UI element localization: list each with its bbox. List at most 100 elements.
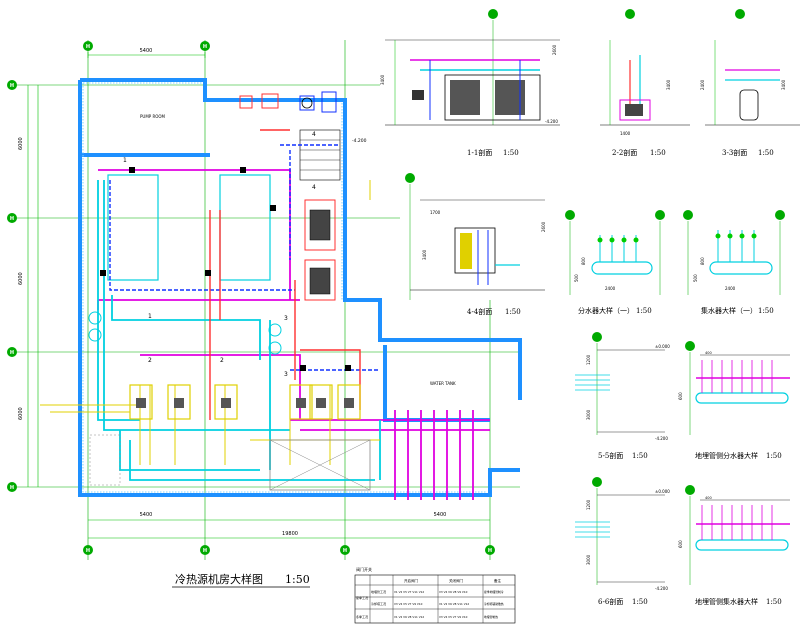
dim-bottom-a: 5400	[140, 512, 153, 518]
section-scale: 1:50	[505, 308, 521, 316]
section-dim: 2400	[725, 286, 736, 291]
table-cell: V1 V2 V5 V7 V11 V12	[394, 590, 424, 594]
section-title: 2-2剖面	[612, 148, 637, 157]
table-cell: 冬季工况	[356, 614, 368, 619]
section-marks: 1 1 2 2 3 3 4 4	[123, 131, 316, 378]
table-cell: 地埋管工况	[371, 589, 386, 594]
axis-label: H	[203, 44, 207, 50]
table-header: 开启阀门	[404, 578, 418, 583]
section-1-1: 3400 2600 -4.200 1-1剖面 1:50	[380, 9, 560, 157]
section-title: 5-5剖面	[598, 451, 623, 460]
section-dim: 800	[581, 257, 586, 265]
table-cell: 地埋管制热	[484, 615, 498, 619]
section-dim: 3000	[586, 554, 591, 565]
section-dim: 2600	[541, 221, 546, 232]
section-title: 4-4剖面	[467, 307, 492, 316]
table-cell: 夏季工况	[356, 595, 368, 600]
section-dim: 400	[705, 351, 712, 355]
section-scale: 1:50	[632, 452, 648, 460]
section-dim: 3400	[380, 74, 385, 85]
section-title: 1-1剖面	[467, 148, 492, 157]
elev-label: -4.200	[545, 119, 558, 124]
valve-icon	[100, 167, 351, 371]
axis-label: H	[10, 216, 14, 222]
section-mark: 3	[284, 315, 288, 322]
elev-label: ±0.000	[655, 489, 670, 494]
elev-label: -4.200	[655, 586, 668, 591]
section-title: 地埋管侧分水器大样	[695, 451, 758, 460]
pump-icon	[136, 398, 354, 408]
section-dim: 1200	[586, 499, 591, 510]
section-scale: 1:50	[632, 598, 648, 606]
section-mark: 1	[148, 313, 152, 320]
axis-label: H	[10, 485, 14, 491]
section-dim: 600	[678, 540, 683, 548]
section-4-4: 1700 3400 2600 4-4剖面 1:50	[405, 173, 546, 316]
section-dim: 400	[705, 496, 712, 500]
table-cell: V1 V2 V6 V8 V11 V12	[394, 615, 424, 619]
section-mark: 4	[312, 131, 316, 138]
elev-label: -4.200	[352, 138, 367, 144]
dim-top-text: 5400	[140, 48, 153, 54]
section-scale: 1:50	[503, 149, 519, 157]
axis-label: H	[203, 548, 207, 554]
section-dim: 600	[678, 392, 683, 400]
table-cell: 冷却塔辅助散热	[484, 602, 504, 606]
section-scale: 1:50	[766, 452, 782, 460]
section-scale: 1:50	[758, 307, 774, 315]
section-mark: 2	[148, 357, 152, 364]
section-dim: 3400	[781, 79, 786, 90]
dim-left	[27, 85, 39, 487]
section-title: 3-3剖面	[722, 148, 747, 157]
table-cell: 夏季地埋管制冷	[484, 590, 504, 594]
distributor-1: 2400 800 500 分水器大样（一） 1:50	[565, 210, 665, 315]
section-mark: 4	[312, 184, 316, 191]
dim-top	[87, 52, 206, 58]
wall-hatch	[82, 82, 487, 493]
section-dim: 1200	[586, 354, 591, 365]
section-dim: 2600	[552, 44, 557, 55]
pipes-blue	[109, 144, 380, 371]
section-dim: 800	[700, 257, 705, 265]
dim-bottom-b: 5400	[434, 512, 447, 518]
room-label-pump: PUMP ROOM	[140, 114, 166, 119]
small-tanks	[88, 311, 282, 355]
section-2-2: 1400 3400 2-2剖面 1:50	[600, 9, 690, 157]
axis-label: H	[10, 350, 14, 356]
section-title: 集水器大样（一）	[701, 306, 757, 315]
section-dim: 1400	[620, 131, 631, 136]
dim-bottom	[88, 519, 490, 539]
pump-boxes	[129, 384, 361, 420]
elev-label: -4.200	[655, 436, 668, 441]
main-title: 冷热源机房大样图	[175, 572, 263, 586]
section-dim: 3400	[422, 249, 427, 260]
section-dim: 2400	[605, 286, 616, 291]
section-title: 分水器大样（一）	[578, 306, 634, 315]
table-cell: V3 V4 V5 V7 V9 V10	[394, 602, 423, 606]
tanks	[107, 174, 271, 281]
ground-distributor: 400 600 地埋管侧分水器大样 1:50	[678, 341, 790, 460]
dim-left-a: 6000	[18, 137, 24, 150]
section-dim: 500	[693, 274, 698, 282]
axis-label: H	[86, 548, 90, 554]
dim-left-c: 6000	[18, 407, 24, 420]
section-dim: 2400	[700, 79, 705, 90]
section-mark: 1	[123, 157, 127, 164]
section-title: 地埋管侧集水器大样	[695, 597, 758, 606]
table-cell: V1 V2 V6 V8 V11 V12	[439, 602, 469, 606]
axis-label: H	[488, 548, 492, 554]
section-3-3: 2400 3400 3-3剖面 1:50	[700, 9, 800, 157]
elev-label: ±0.000	[655, 344, 670, 349]
top-equipment	[239, 91, 341, 301]
axis-label: H	[10, 83, 14, 89]
section-scale: 1:50	[636, 307, 652, 315]
pipes-magenta	[97, 169, 490, 500]
main-plan: 5400 6000 6000 6000 5400 5400 19800	[7, 40, 522, 588]
valve-table: 阀门开关 开启阀门 关闭阀门 备注 夏季工况 地埋管工况 V1 V2 V5 V7…	[354, 566, 516, 624]
axis-label: H	[343, 548, 347, 554]
section-dim: 1700	[430, 210, 441, 215]
ground-collector: 400 600 地埋管侧集水器大样 1:50	[678, 485, 790, 606]
axis-bubble-icon	[7, 41, 495, 555]
collector-1: 2400 800 500 集水器大样（一） 1:50	[683, 210, 785, 315]
